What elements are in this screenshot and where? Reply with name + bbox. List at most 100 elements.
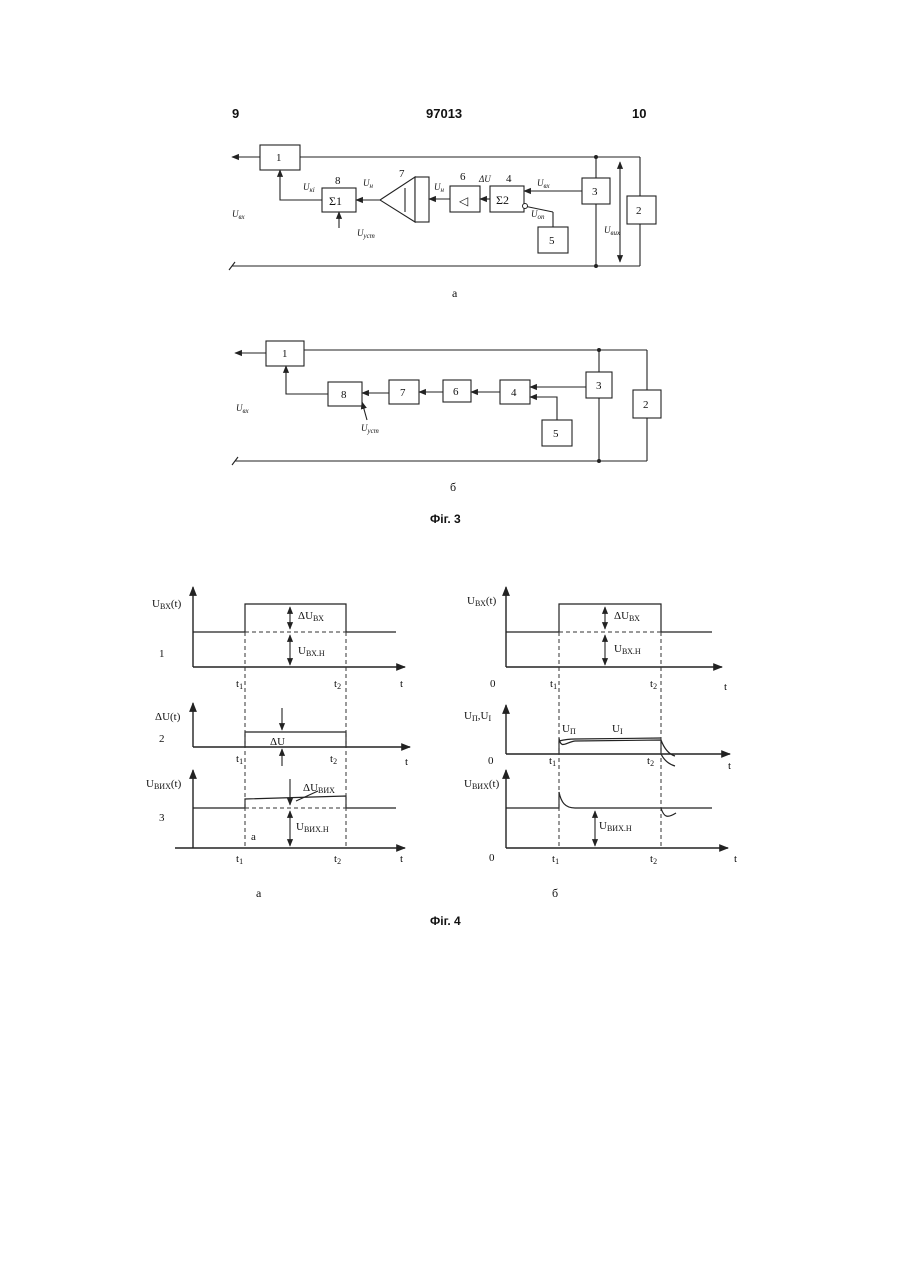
label-zero: 0 [489, 852, 495, 864]
node-dot [594, 264, 598, 268]
label-t1: t1 [236, 753, 243, 766]
label-zero: 0 [488, 755, 494, 767]
fig3-caption: Фіг. 3 [430, 512, 461, 526]
label-block-6: 6 [453, 386, 459, 398]
fig4a-label: а [256, 886, 262, 900]
label-t2: t2 [334, 678, 341, 691]
label-u-vyx: Uвих [604, 225, 621, 237]
inverting-input-dot [523, 204, 528, 209]
label-u-i: UІ [612, 723, 623, 736]
label-u-vxn: UВХ.Н [614, 643, 641, 656]
label-delta-u-vx: ΔUВХ [614, 610, 640, 623]
node-dot [597, 348, 601, 352]
block-7-output-stage [415, 177, 429, 222]
block-2 [627, 196, 656, 224]
label-sum2: Σ2 [496, 193, 509, 207]
label-delta-u-vyx: ΔUВИХ [303, 782, 335, 795]
amplifier-icon: ◁ [459, 194, 469, 208]
t-axis-label: t [734, 853, 737, 865]
fig3b-label: б [450, 480, 456, 494]
row-1-label: 1 [159, 648, 165, 660]
label-t1: t1 [552, 853, 559, 866]
label-delta-u: ΔU [478, 174, 491, 184]
node-dot [597, 459, 601, 463]
label-u-vyx-t: UВИХ(t) [146, 778, 182, 791]
label-u-ust: Uуст [361, 423, 379, 435]
label-u-n-6: Uн [434, 182, 445, 194]
wire-ust-to-8 [362, 402, 367, 420]
input-pulse [193, 604, 396, 632]
label-block-7: 7 [399, 168, 405, 180]
label-block-5: 5 [553, 428, 559, 440]
label-t2: t2 [650, 853, 657, 866]
label-u-e: Uвх [537, 178, 551, 190]
label-u-op: Uоп [531, 209, 545, 221]
label-u-vyxn: UВИХ.Н [296, 821, 329, 834]
label-u-vx: Uвх [236, 403, 250, 415]
output-response [506, 792, 661, 808]
label-t1: t1 [236, 853, 243, 866]
label-u-vyx-t: UВИХ(t) [464, 778, 500, 791]
wire-8-to-1 [286, 366, 328, 394]
delta-u-pulse [245, 732, 346, 747]
fig4a-timing-diagrams: UВХ(t) ΔUВХ UВХ.Н 1 t1 t2 t ΔU(t) ΔU 2 t… [146, 587, 410, 900]
label-delta-u: ΔU [270, 736, 285, 748]
label-t1: t1 [236, 678, 243, 691]
t-axis-label: t [405, 756, 408, 768]
t-axis-label: t [728, 760, 731, 772]
fig4b-label: б [552, 886, 558, 900]
label-block-4: 4 [506, 173, 512, 185]
label-block-2: 2 [636, 205, 642, 217]
fig4-caption: Фіг. 4 [430, 914, 461, 928]
fig3b-diagram: 1 2 3 4 5 6 7 8 Uвх Uуст б [232, 341, 661, 494]
label-block-1: 1 [276, 152, 282, 164]
wire-5-to-4 [530, 397, 557, 420]
fig3a-diagram: 1 2 3 4 5 6 7 8 Σ1 Σ2 ◁ Uвх Uвих Uвх Uоп… [229, 145, 656, 300]
label-block-2: 2 [643, 399, 649, 411]
label-u-vx-t: UВХ(t) [152, 598, 182, 611]
label-u-pi-axis: UП,UІ [464, 710, 491, 723]
label-delta-u-vx: ΔUВХ [298, 610, 324, 623]
wire-8-to-1 [280, 170, 322, 200]
label-u-vyxn: UВИХ.Н [599, 820, 632, 833]
pi-regulator-output [559, 738, 661, 754]
label-block-8: 8 [341, 389, 347, 401]
row-3-label: 3 [159, 812, 165, 824]
label-block-3: 3 [596, 380, 602, 392]
label-block-5: 5 [549, 235, 555, 247]
label-delta-u-t: ΔU(t) [155, 711, 181, 723]
label-t1: t1 [550, 678, 557, 691]
label-u-ust: Uуст [357, 228, 375, 240]
label-block-3: 3 [592, 186, 598, 198]
label-block-8: 8 [335, 175, 341, 187]
output-pulse [193, 796, 396, 808]
label-u-vx: Uвх [232, 209, 246, 221]
node-dot [594, 155, 598, 159]
fig4b-timing-diagrams: UВХ(t) ΔUВХ UВХ.Н 0 t1 t2 t UП,UІ UП UІ … [464, 587, 737, 900]
row-2-label: 2 [159, 733, 165, 745]
t-axis-label: t [400, 853, 403, 865]
label-block-7: 7 [400, 387, 406, 399]
t-axis-label: t [724, 681, 727, 693]
block-7-comparator [380, 177, 415, 222]
output-decay [661, 808, 676, 816]
label-u-vxn: UВХ.Н [298, 645, 325, 658]
t-axis-label: t [400, 678, 403, 690]
fig3a-label: а [452, 286, 458, 300]
label-u-vx-t: UВХ(t) [467, 595, 497, 608]
label-u-pi: UП [562, 723, 576, 736]
label-small-a: а [251, 831, 256, 843]
label-t2: t2 [330, 753, 337, 766]
label-t2: t2 [650, 678, 657, 691]
label-u-k: Uкі [303, 182, 315, 194]
label-zero: 0 [490, 678, 496, 690]
label-block-1: 1 [282, 348, 288, 360]
label-t2: t2 [647, 755, 654, 768]
label-block-4: 4 [511, 387, 517, 399]
label-u-n-7: Uн [363, 178, 374, 190]
input-pulse [506, 604, 712, 632]
label-t2: t2 [334, 853, 341, 866]
label-sum1: Σ1 [329, 194, 342, 208]
label-t1: t1 [549, 755, 556, 768]
